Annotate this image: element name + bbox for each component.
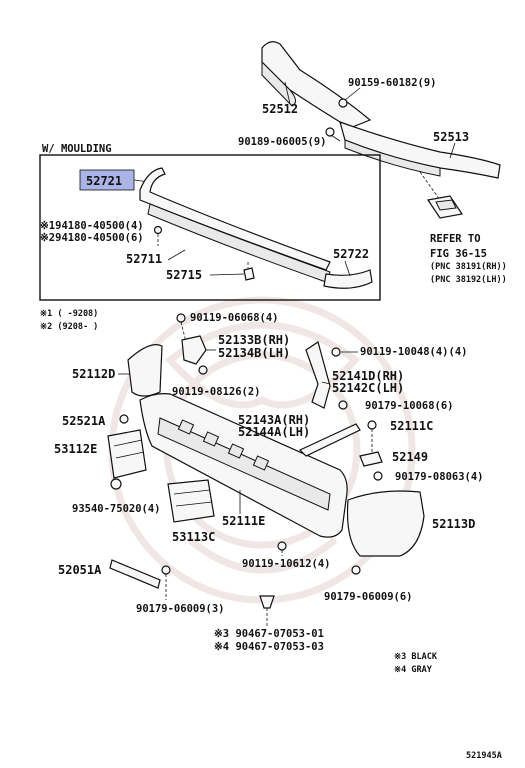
part-52133b-bracket[interactable] <box>181 335 207 365</box>
label-90179-06009-b[interactable]: 90179-06009(6) <box>324 591 413 603</box>
label-52521a[interactable]: 52521A <box>62 414 106 428</box>
label-52715[interactable]: 52715 <box>166 268 202 282</box>
refer-line1: REFER TO <box>430 233 481 245</box>
refer-line3: (PNC 38191(RH)) <box>430 262 507 272</box>
label-53112e[interactable]: 53112E <box>54 442 97 456</box>
part-53112e-grille[interactable] <box>107 429 147 479</box>
bolt-icon <box>367 420 377 430</box>
label-52513[interactable]: 52513 <box>433 130 469 144</box>
label-90179-10068[interactable]: 90179-10068(6) <box>365 400 454 412</box>
label-52133b[interactable]: 52133B(RH) <box>218 333 290 347</box>
label-90119-10612[interactable]: 90119-10612(4) <box>242 558 331 570</box>
part-refer-bracket[interactable] <box>426 195 464 219</box>
label-90119-10048[interactable]: 90119-10048(4)(4) <box>360 346 467 358</box>
label-94180-40500-a[interactable]: ※194180-40500(4) <box>40 220 144 232</box>
label-90467-07053-01[interactable]: ※3 90467-07053-01 <box>214 628 324 640</box>
bolt-icon <box>331 347 341 357</box>
part-52143a-stay[interactable] <box>298 423 361 457</box>
refer-line2: FIG 36-15 <box>430 248 487 260</box>
bolt-icon <box>198 365 208 375</box>
part-52149-clip[interactable] <box>359 451 383 467</box>
footnote-2: ※2 (9208- ) <box>40 322 98 332</box>
diagram-code: 521945A <box>466 751 502 761</box>
part-52051a-stay[interactable] <box>109 559 161 589</box>
label-52144a[interactable]: 52144A(LH) <box>238 425 310 439</box>
label-52512[interactable]: 52512 <box>262 102 298 116</box>
part-52113d-end[interactable] <box>346 490 425 557</box>
nut-icon <box>351 565 361 575</box>
bolt-icon <box>325 98 348 137</box>
part-52513-reinforcement[interactable] <box>339 121 501 179</box>
nut-icon <box>338 400 348 410</box>
label-90179-08063[interactable]: 90179-08063(4) <box>395 471 484 483</box>
label-53113c[interactable]: 53113C <box>172 530 215 544</box>
label-52051a[interactable]: 52051A <box>58 563 102 577</box>
label-52142c[interactable]: 52142C(LH) <box>332 381 404 395</box>
label-52112d[interactable]: 52112D <box>72 367 115 381</box>
moulding-box <box>39 154 381 301</box>
part-52141d-stay[interactable] <box>305 341 331 409</box>
label-52113d[interactable]: 52113D <box>432 517 475 531</box>
clip-icon <box>110 478 122 490</box>
part-52112d-side[interactable] <box>127 344 163 397</box>
nut-icon <box>373 471 383 481</box>
label-52134b[interactable]: 52134B(LH) <box>218 346 290 360</box>
part-52111e-bumper[interactable] <box>139 393 348 538</box>
label-52111c[interactable]: 52111C <box>390 419 433 433</box>
label-52711[interactable]: 52711 <box>126 252 162 266</box>
bolt-icon <box>176 313 186 323</box>
label-52141d[interactable]: 52141D(RH) <box>332 369 404 383</box>
bolt-icon <box>277 541 287 551</box>
clip-icon <box>259 595 275 609</box>
label-90467-07053-03[interactable]: ※4 90467-07053-03 <box>214 641 324 653</box>
label-52149[interactable]: 52149 <box>392 450 428 464</box>
label-90179-06009-a[interactable]: 90179-06009(3) <box>136 603 225 615</box>
label-90189-06005[interactable]: 90189-06005(9) <box>238 136 327 148</box>
label-90159-60182[interactable]: 90159-60182(9) <box>348 77 437 89</box>
nut-icon <box>161 565 171 575</box>
footnote-1: ※1 ( -9208) <box>40 309 98 319</box>
label-52722[interactable]: 52722 <box>333 247 369 261</box>
label-90119-06068[interactable]: 90119-06068(4) <box>190 312 279 324</box>
clip-icon <box>153 225 255 281</box>
label-93540-75020[interactable]: 93540-75020(4) <box>72 503 161 515</box>
refer-line4: (PNC 38192(LH)) <box>430 275 507 285</box>
label-52111e[interactable]: 52111E <box>222 514 265 528</box>
color-note-black: ※3 BLACK <box>394 652 438 662</box>
part-52722-moulding[interactable] <box>323 269 373 289</box>
clip-icon <box>119 414 129 424</box>
section-title: W/ MOULDING <box>42 143 112 155</box>
label-52143a[interactable]: 52143A(RH) <box>238 413 310 427</box>
label-90119-08126[interactable]: 90119-08126(2) <box>172 386 261 398</box>
label-52721-highlighted[interactable]: 52721 <box>86 174 122 188</box>
part-53113c-grille[interactable] <box>167 479 215 523</box>
label-94180-40500-b[interactable]: ※294180-40500(6) <box>40 232 144 244</box>
color-note-gray: ※4 GRAY <box>394 665 433 675</box>
